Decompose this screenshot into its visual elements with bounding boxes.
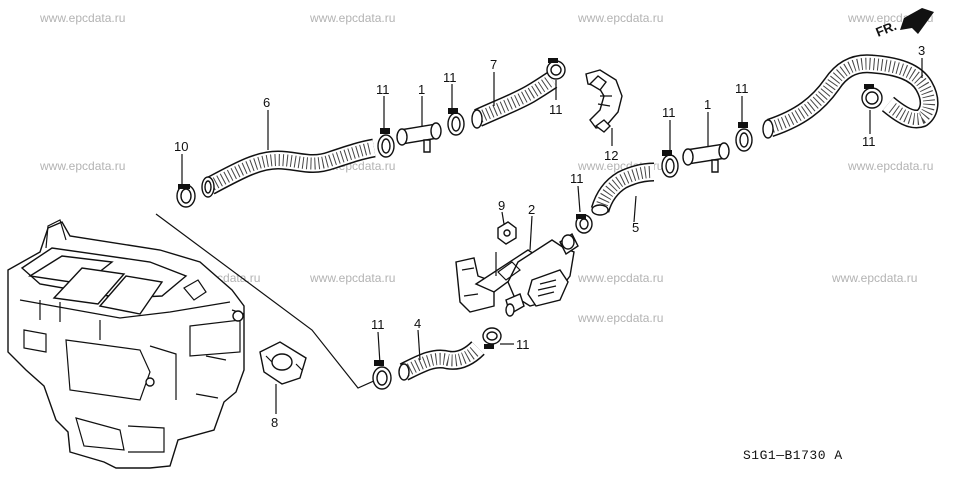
nut-9 [497,221,517,245]
hose-4 [398,341,485,381]
hose-7 [471,72,558,129]
callout-1: 1 [704,97,711,112]
callout-3: 3 [918,43,925,58]
front-indicator: FR. [874,8,934,40]
callout-11: 11 [662,105,676,120]
leader-lines [181,58,923,414]
joint-1 [682,142,730,173]
clamp-11 [546,58,566,80]
watermark: www.epcdata.ru [577,311,663,325]
callout-11: 11 [443,70,457,85]
callout-11: 11 [376,82,390,97]
watermark: www.epcdata.ru [577,11,663,25]
clamp-11 [372,360,392,390]
watermark: www.epcdata.ru [39,11,125,25]
watermark: www.epcdata.ru [847,159,933,173]
watermark: www.epcdata.ru [831,271,917,285]
clamp-11 [377,128,395,158]
callout-9: 9 [498,198,505,213]
hose-5 [590,162,655,216]
watermark: www.epcdata.ru [309,11,395,25]
hose-3 [762,54,939,139]
joint-1 [396,122,442,153]
callout-6: 6 [263,95,270,110]
grommet-8 [259,341,307,385]
clamp-11 [861,84,883,109]
heater-unit [7,219,245,469]
clamp-11 [447,108,465,136]
callout-11: 11 [862,134,876,149]
diagram-code: S1G1—B1730 A [743,448,843,463]
clamp-11 [661,150,679,178]
hose-6 [201,138,376,198]
callout-11: 11 [570,171,584,186]
callout-11: 11 [549,102,563,117]
callout-11: 11 [516,337,530,352]
callouts: 6 10 11 1 11 7 11 12 11 1 11 3 11 11 5 2… [174,43,925,430]
watermark: www.epcdata.ru [577,271,663,285]
holder-12 [585,69,623,133]
callout-4: 4 [414,316,421,331]
callout-8: 8 [271,415,278,430]
clamp-11 [575,214,593,234]
watermark: www.epcdata.ru [39,159,125,173]
callout-1: 1 [418,82,425,97]
clamp-10 [176,184,196,208]
routing-line [155,213,377,389]
watermark: www.epcdata.ru [309,271,395,285]
front-label: FR. [874,18,899,40]
callout-10: 10 [174,139,188,154]
clamp-11 [482,327,502,349]
front-arrow-icon [900,8,934,34]
callout-11: 11 [371,317,385,332]
callout-12: 12 [604,148,618,163]
callout-2: 2 [528,202,535,217]
callout-11: 11 [735,81,749,96]
callout-5: 5 [632,220,639,235]
clamp-11 [735,122,753,152]
water-valve-2 [455,232,579,317]
callout-7: 7 [490,57,497,72]
